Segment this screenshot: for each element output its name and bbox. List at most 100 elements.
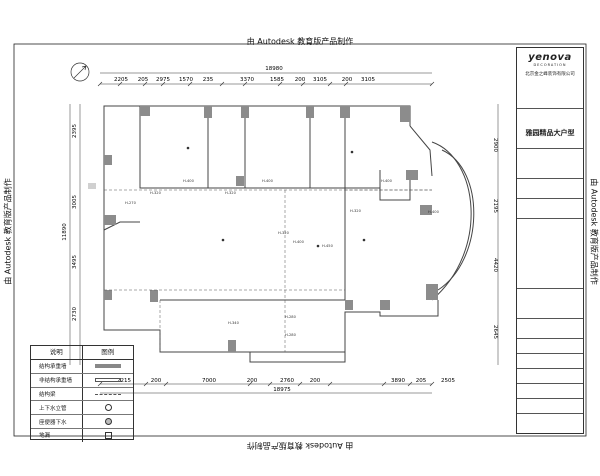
company-name: 北京金之峰装饰有限公司: [525, 72, 575, 77]
dim-right-label: 2195: [492, 199, 498, 213]
legend-row: 非结构承重墙: [31, 373, 133, 388]
room-height-label: H-280: [285, 333, 297, 337]
dimension-tick: [242, 81, 248, 87]
wall-outline: [103, 105, 475, 363]
beam-symbol: [82, 387, 133, 401]
legend-header-right: 图例: [81, 346, 134, 359]
dim-bottom-label: 2505: [441, 378, 455, 384]
structural-walls: [104, 106, 438, 352]
dimension-tick: [143, 381, 149, 387]
room-height-label: H-320: [225, 191, 237, 195]
dim-top-total: 18980: [265, 66, 283, 72]
dim-top-label: 3105: [361, 77, 375, 83]
dimension-tick: [343, 81, 349, 87]
dimension-tick: [247, 381, 253, 387]
dimension-tick: [297, 381, 303, 387]
title-block-divider: [517, 368, 583, 369]
title-block-divider: [517, 398, 583, 399]
legend-label: 座便器下水: [39, 419, 67, 426]
room-height-label: H-280: [285, 315, 297, 319]
dimension-tick: [300, 81, 306, 87]
dimension-tick: [160, 81, 166, 87]
nonstructural-wall-symbol: [82, 373, 133, 387]
dimension-tick: [429, 381, 435, 387]
dim-top-label: 200: [295, 77, 306, 83]
title-block-divider: [517, 318, 583, 319]
stair-icon: [88, 183, 96, 189]
room-height-label: H-450: [322, 244, 334, 248]
room-height-label: H-320: [350, 209, 362, 213]
dim-bottom-total: 18975: [273, 387, 291, 393]
title-block-divider: [517, 148, 583, 149]
legend-label: 结构承重墙: [39, 364, 67, 371]
dimension-tick: [277, 81, 283, 87]
legend-label: 结构梁: [39, 391, 56, 398]
dimension-tick: [163, 381, 169, 387]
room-height-label: H-400: [381, 179, 393, 183]
dimension-tick: [429, 81, 435, 87]
title-block-divider: [517, 108, 583, 109]
room-height-label: H-400: [262, 179, 274, 183]
title-block-divider: [517, 198, 583, 199]
riser-pipe-icon: [82, 401, 133, 415]
dim-bottom-label: 200: [151, 378, 162, 384]
dim-top-label: 1570: [179, 77, 193, 83]
room-height-label: H-400: [293, 240, 305, 244]
dim-right-label: 4420: [492, 258, 498, 272]
title-block-divider: [517, 413, 583, 414]
dimension-tick: [219, 81, 225, 87]
title-block: yenova DECORATION 北京金之峰装饰有限公司 雅园精品大户型: [516, 47, 584, 434]
dim-top-label: 200: [342, 77, 353, 83]
dim-bottom-label: 200: [310, 378, 321, 384]
dim-top-label: 205: [138, 77, 149, 83]
dim-top-label: 1585: [270, 77, 284, 83]
title-block-divider: [517, 353, 583, 354]
dimension-tick: [267, 381, 273, 387]
dim-left-label: 2395: [72, 124, 78, 138]
room-height-label: H-320: [278, 231, 290, 235]
dim-left-label: 2730: [72, 307, 78, 321]
room-height-label: H-340: [228, 321, 240, 325]
dim-right-label: 2900: [492, 138, 498, 152]
dim-left-label: 3495: [72, 255, 78, 269]
legend-label: 上下水立管: [39, 405, 67, 412]
legend-row: 座便器下水: [31, 415, 133, 429]
dimension-tick: [327, 81, 333, 87]
dimension-tick: [117, 81, 123, 87]
legend-row: 结构梁: [31, 387, 133, 402]
dim-bottom-label: 7000: [202, 378, 216, 384]
dim-top-label: 3105: [313, 77, 327, 83]
project-title: 雅园精品大户型: [525, 128, 575, 137]
dim-top-label: 2205: [114, 77, 128, 83]
dimension-tick: [381, 381, 387, 387]
watermark-top: 由 Autodesk 教育版产品制作: [246, 37, 354, 46]
dimension-tick: [97, 81, 103, 87]
room-height-label: H-400: [428, 210, 440, 214]
dimension-tick: [142, 81, 148, 87]
toilet-drain-icon: [82, 415, 133, 428]
floor-drain-icon: [82, 428, 133, 442]
dim-left-label: 3005: [72, 195, 78, 209]
dim-right-label: 2645: [492, 325, 498, 339]
dim-bottom-label: 2215: [117, 378, 131, 384]
dimension-tick: [97, 381, 103, 387]
company-logo: yenova: [528, 52, 572, 63]
dimension-tick: [187, 81, 193, 87]
dim-top-label: 2975: [156, 77, 170, 83]
structural-wall-symbol: [82, 360, 133, 373]
dim-top-label: 235: [203, 77, 214, 83]
title-block-divider: [517, 178, 583, 179]
title-block-divider: [517, 338, 583, 339]
drain-icon: [186, 146, 366, 248]
room-height-label: H-400: [183, 179, 195, 183]
title-block-divider: [517, 288, 583, 289]
legend-table: 说明 图例 结构承重墙 非结构承重墙 结构梁 上下水立管 座便器下水 地漏: [30, 345, 134, 442]
dim-bottom-label: 3890: [391, 378, 405, 384]
legend-header: 说明 图例: [31, 346, 133, 360]
legend-header-left: 说明: [49, 348, 63, 356]
dim-top-label: 3370: [240, 77, 254, 83]
legend-label: 非结构承重墙: [39, 378, 73, 385]
legend-row: 结构承重墙: [31, 360, 133, 374]
room-height-label: H-320: [150, 191, 162, 195]
legend-row: 上下水立管: [31, 401, 133, 416]
